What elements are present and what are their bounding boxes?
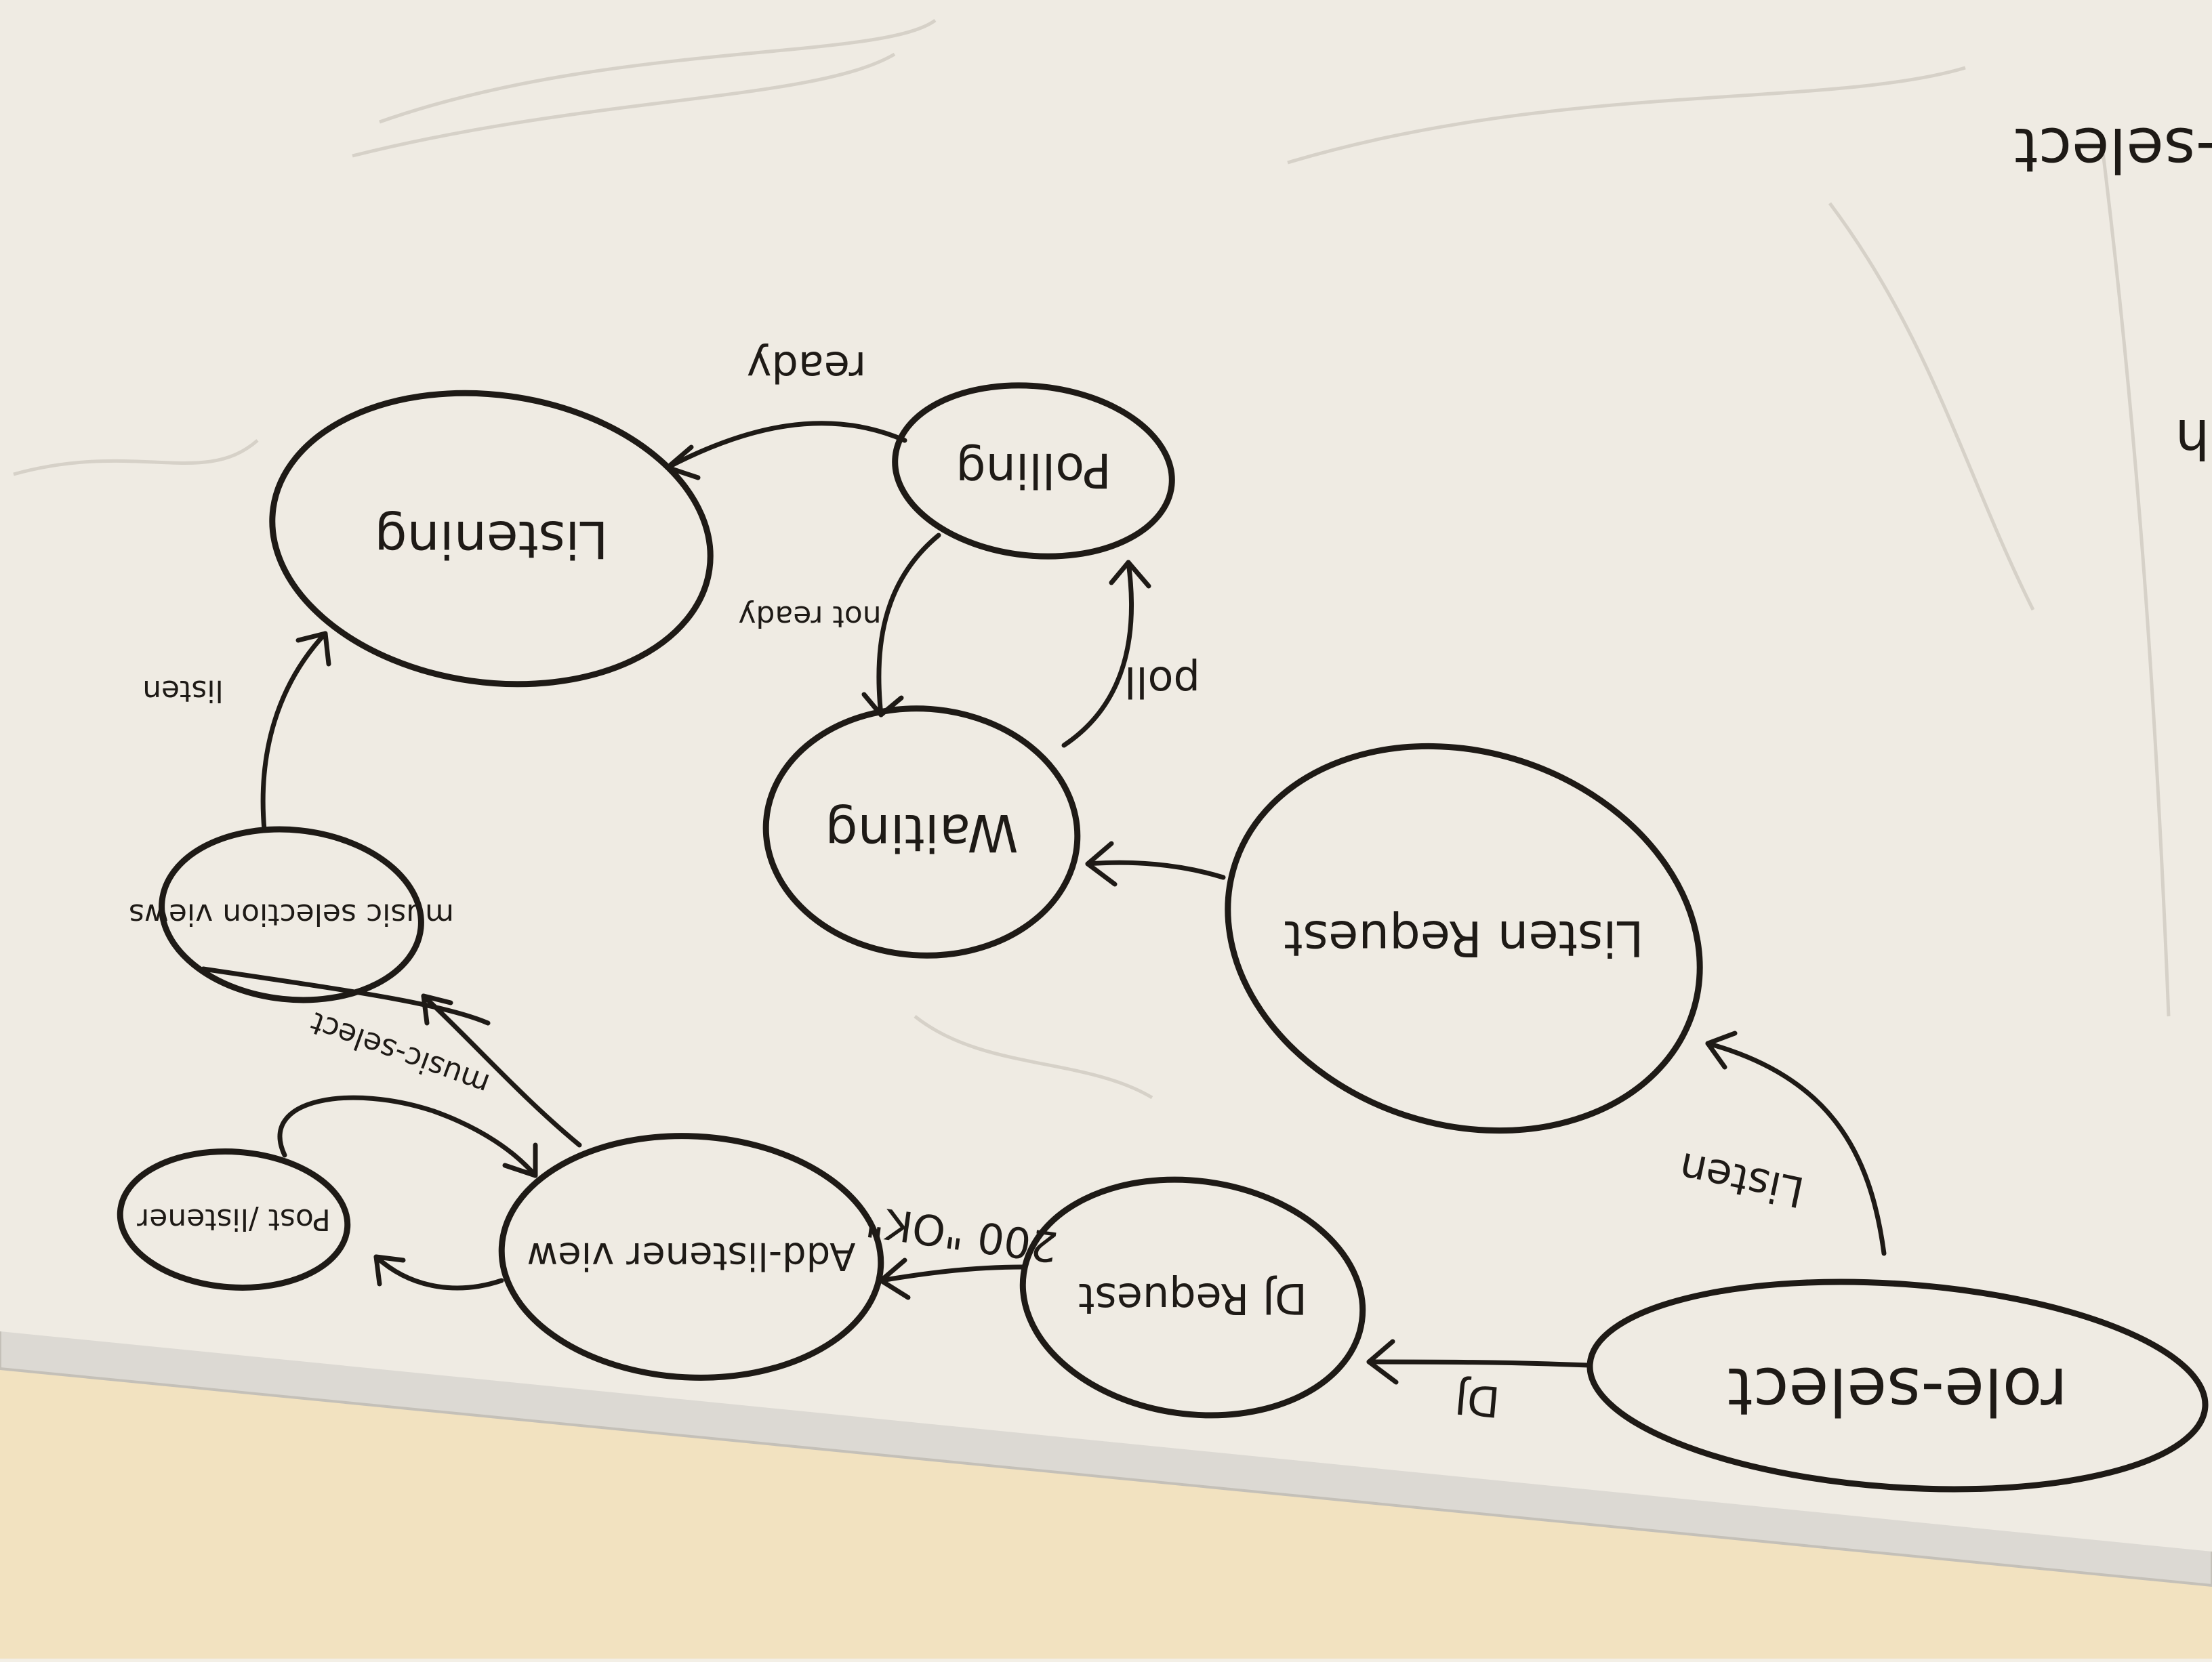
node-label-role-select: role-select [1727, 1353, 2068, 1429]
edge-label-listen: listen [142, 673, 224, 708]
edge-label-not-ready: not ready [738, 599, 881, 633]
edge-post-listener-to-add-listener [277, 1095, 538, 1178]
edge-listen-request-to-waiting [1085, 841, 1226, 887]
node-listening: Listening [269, 390, 714, 688]
node-label-listen-request: Listen Request [1284, 910, 1643, 967]
whiteboard-surface [0, 0, 2212, 1552]
node-post-listener: Post /listener [117, 1148, 351, 1291]
edge-label-ready: ready [747, 342, 866, 392]
edge-music-selection-to-listening: listen [142, 631, 331, 833]
side-text-mid-right: h [2175, 407, 2210, 470]
node-listen-request: Listen Request [1225, 743, 1703, 1134]
node-music-selection-views: music selection views [129, 826, 454, 1003]
side-text-top-right: e-select [2014, 114, 2212, 185]
edge-polling-to-listening: ready [665, 342, 907, 480]
node-label-dj-request: DJ Request [1078, 1274, 1307, 1323]
edge-polling-to-waiting: not ready [738, 533, 941, 718]
node-polling: Polling [892, 382, 1175, 560]
node-label-add-listener-view: Add-listener view [527, 1234, 855, 1278]
edge-label-dj: DJ [1453, 1373, 1502, 1426]
edge-add-listener-to-post-listener [373, 1254, 504, 1291]
wall [0, 1355, 2212, 1659]
edge-label-poll: poll [1124, 657, 1200, 707]
eraser-smudges [13, 18, 2171, 1100]
node-label-polling: Polling [956, 442, 1111, 498]
node-dj-request: DJ Request [1019, 1176, 1366, 1419]
node-waiting: Waiting [762, 705, 1081, 959]
node-label-music-selection-views: music selection views [129, 897, 454, 932]
edge-music-selection-to-add-listener [201, 966, 491, 1026]
node-label-waiting: Waiting [825, 803, 1018, 863]
node-label-post-listener: Post /listener [136, 1202, 331, 1237]
node-add-listener-view: Add-listener view [498, 1133, 884, 1381]
edge-role-select-to-dj-request: DJ [1366, 1339, 1592, 1427]
edge-waiting-to-polling: poll [1061, 560, 1200, 748]
node-label-listening: Listening [374, 510, 608, 570]
